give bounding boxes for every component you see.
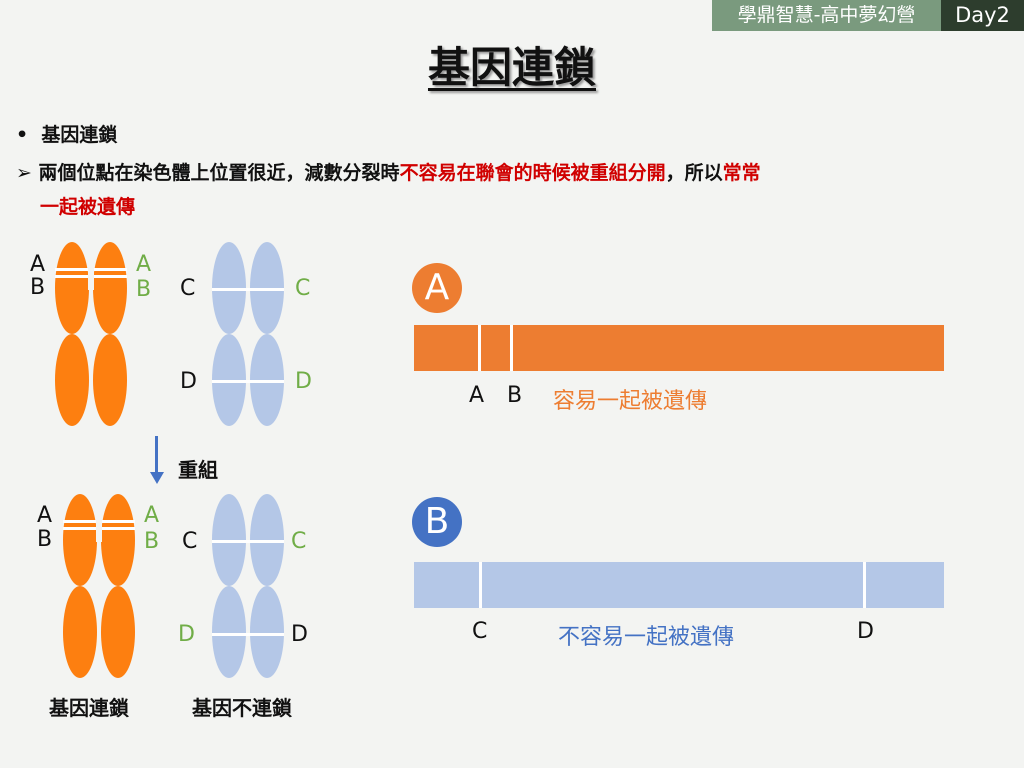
shape bbox=[863, 562, 866, 608]
caption-a: 容易一起被遺傳 bbox=[553, 389, 708, 414]
chromosome-arm bbox=[250, 586, 284, 678]
down-arrow-icon bbox=[155, 436, 158, 474]
gene-label: C bbox=[295, 276, 311, 301]
chromosome-arm bbox=[101, 494, 135, 586]
shape bbox=[212, 288, 284, 291]
shape: 兩個位點在染色體上位置很近，減數分裂時 bbox=[38, 162, 400, 184]
chromosome-arm bbox=[93, 242, 127, 334]
gene-label: A bbox=[144, 503, 160, 528]
unlinked-label: 基因不連鎖 bbox=[192, 696, 292, 720]
gene-label: B bbox=[144, 529, 160, 554]
gene-label: C bbox=[182, 529, 198, 554]
shape bbox=[212, 380, 284, 383]
gene-label: D bbox=[178, 622, 195, 647]
gene-label: D bbox=[295, 369, 312, 394]
gene-label: A bbox=[469, 383, 485, 408]
bullet-2: ➢ 兩個位點在染色體上位置很近，減數分裂時不容易在聯會的時候被重組分開，所以常常… bbox=[16, 162, 761, 218]
gene-label: A bbox=[30, 252, 46, 277]
linked-label: 基因連鎖 bbox=[49, 696, 129, 720]
chromosome-bar-b bbox=[414, 562, 944, 608]
page-title: 基因連鎖 bbox=[0, 34, 1024, 95]
shape: ，所以 bbox=[665, 162, 723, 184]
gene-label: B bbox=[37, 527, 53, 552]
gene-label: D bbox=[857, 619, 874, 644]
shape: 基因連鎖 bbox=[41, 124, 118, 146]
gene-label: A bbox=[136, 252, 152, 277]
shape: 常常 bbox=[722, 162, 761, 184]
chromosome-arm bbox=[63, 586, 97, 678]
chromosome-arm bbox=[212, 586, 246, 678]
shape: 一起被遺傳 bbox=[40, 196, 136, 218]
chromosome-arm bbox=[63, 494, 97, 586]
chromosome-arm bbox=[55, 242, 89, 334]
shape bbox=[96, 512, 102, 542]
gene-label: D bbox=[180, 369, 197, 394]
gene-label: B bbox=[507, 383, 523, 408]
gene-label: C bbox=[291, 529, 307, 554]
badge-a: A bbox=[412, 263, 462, 313]
shape bbox=[478, 325, 481, 371]
shape bbox=[510, 325, 513, 371]
shape bbox=[212, 633, 284, 636]
shape bbox=[150, 472, 164, 484]
shape bbox=[212, 540, 284, 543]
shape: 基因連鎖 bbox=[427, 43, 596, 92]
chromosome-arm bbox=[93, 334, 127, 426]
gene-label: C bbox=[180, 276, 196, 301]
chromosome-bar-a bbox=[414, 325, 944, 371]
gene-label: A bbox=[37, 503, 53, 528]
gene-label: B bbox=[30, 275, 46, 300]
shape bbox=[88, 260, 94, 290]
chromosome-arm bbox=[101, 586, 135, 678]
shape: 不容易在聯會的時候被重組分開 bbox=[399, 162, 666, 184]
gene-label: D bbox=[291, 622, 308, 647]
bullet-1: • 基因連鎖 bbox=[16, 124, 118, 146]
day-label: Day2 bbox=[941, 0, 1024, 31]
badge-b: B bbox=[412, 497, 462, 547]
gene-label: C bbox=[472, 619, 488, 644]
shape bbox=[479, 562, 482, 608]
gene-label: B bbox=[136, 277, 152, 302]
course-label: 學鼎智慧-高中夢幻營 bbox=[712, 0, 941, 31]
caption-b: 不容易一起被遺傳 bbox=[558, 625, 735, 650]
chromosome-arm bbox=[55, 334, 89, 426]
recomb-label: 重組 bbox=[178, 458, 218, 482]
